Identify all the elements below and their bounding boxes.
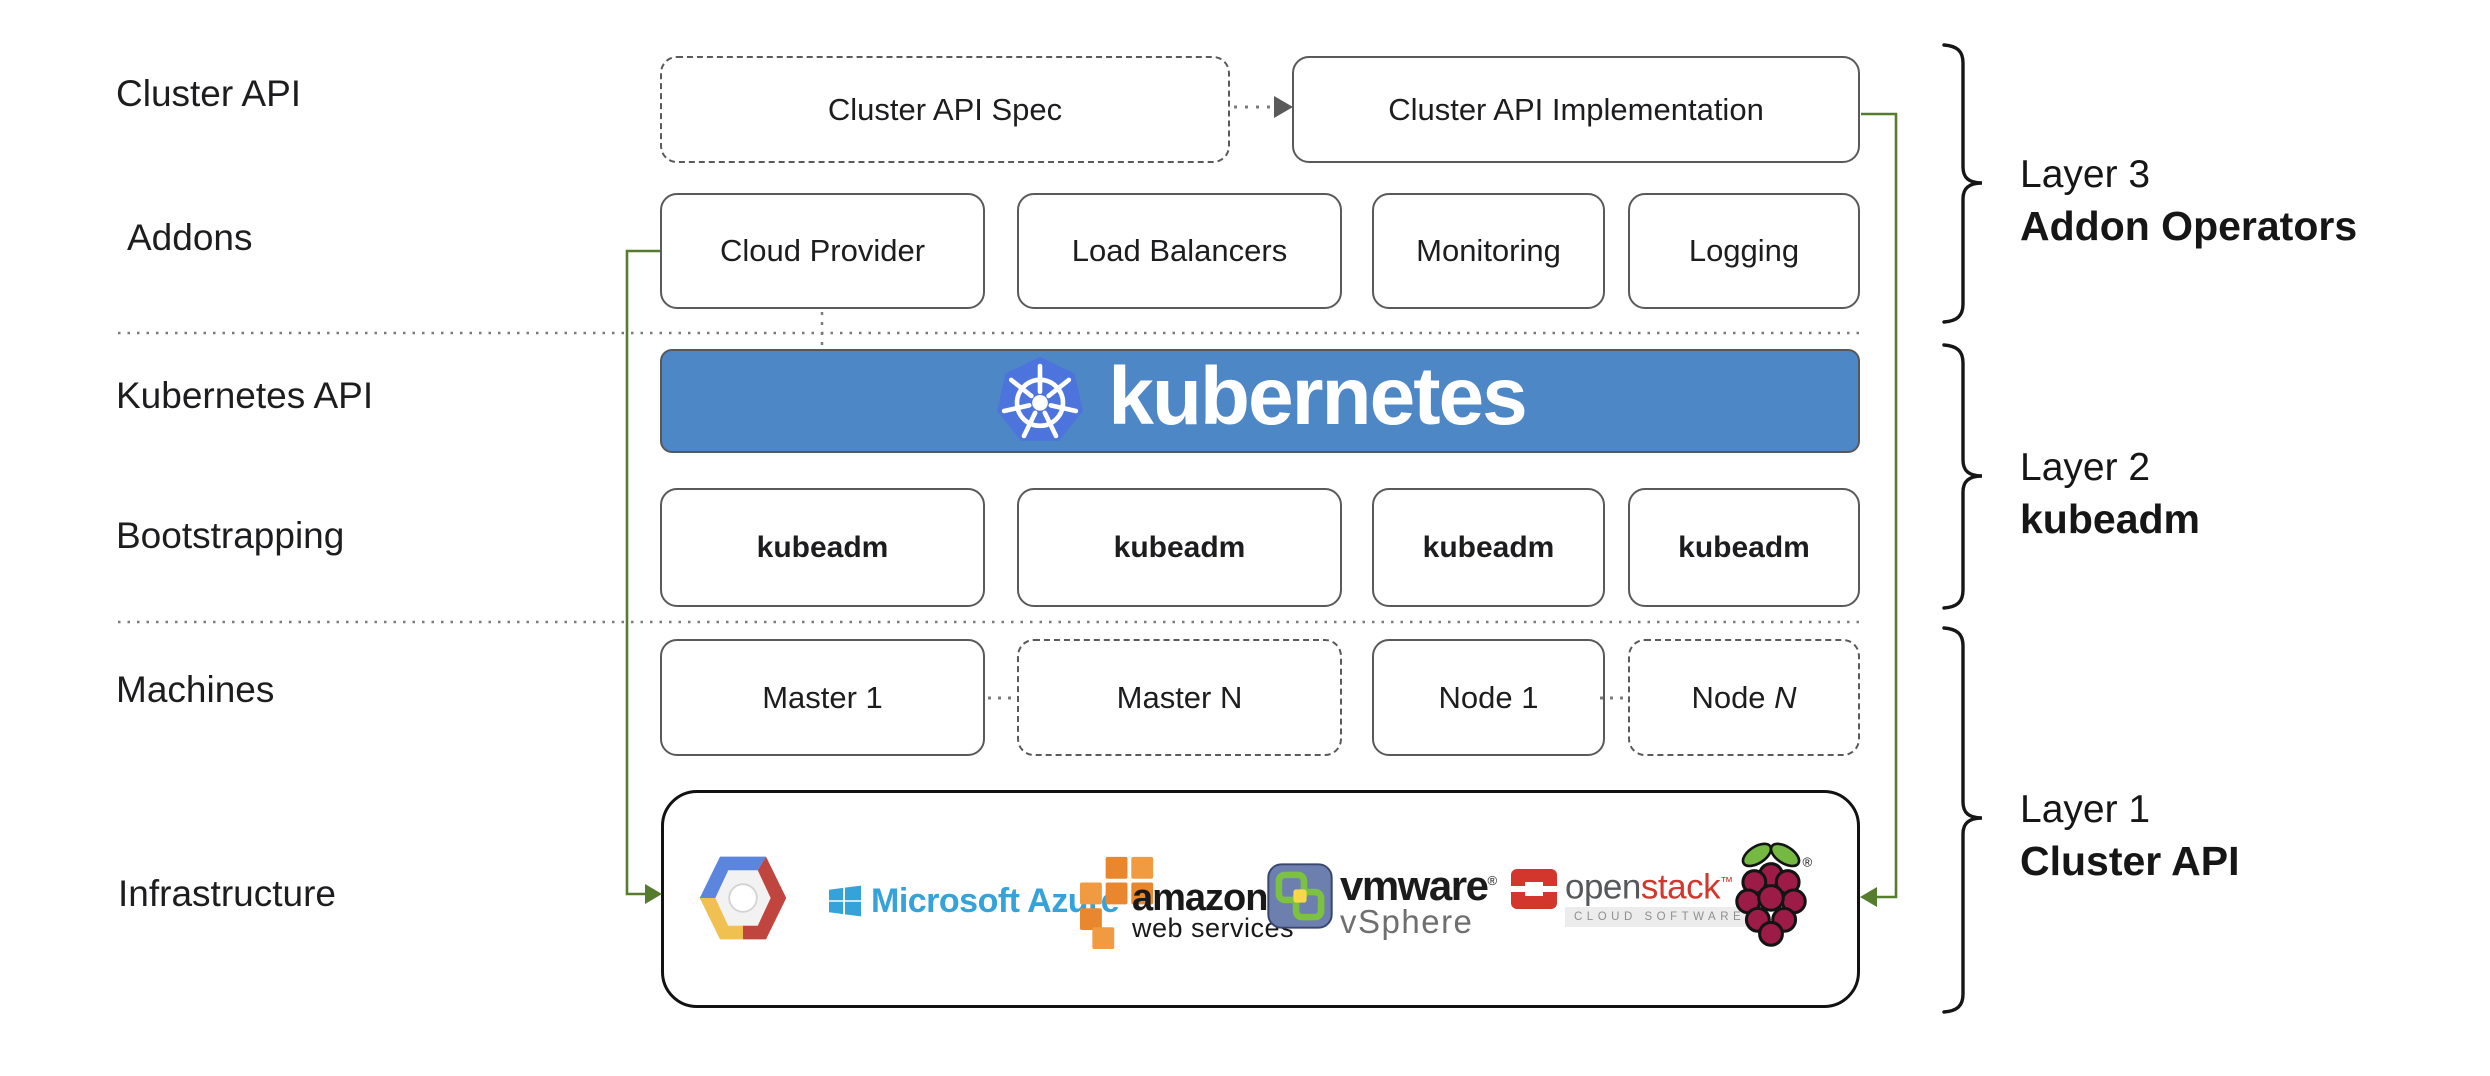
- green-connector-left-arrowhead: [645, 884, 662, 904]
- openstack-trademark: ™: [1720, 874, 1733, 889]
- addon-box-monitoring: Monitoring: [1372, 193, 1605, 309]
- vmware-vsphere-icon: [1267, 863, 1333, 929]
- green-connector-left: [625, 249, 660, 896]
- kubernetes-banner: kubernetes: [660, 349, 1860, 453]
- kubernetes-wheel-icon: [997, 356, 1084, 441]
- microsoft-azure-logo: Microsoft Azure: [829, 873, 1120, 929]
- addon-box-cloud-provider: Cloud Provider: [660, 193, 985, 309]
- layer-2-annotation: Layer 2 kubeadm: [2020, 443, 2200, 545]
- layer-3-subtitle: Addon Operators: [2020, 203, 2358, 249]
- kubernetes-wordmark: kubernetes: [1108, 351, 1528, 442]
- azure-label: Microsoft Azure: [871, 881, 1120, 920]
- layer-3-title: Layer 3: [2020, 153, 2151, 196]
- spec-to-implementation-arrowhead: [1274, 96, 1293, 118]
- machine-box-master-1: Master 1: [660, 639, 985, 756]
- machine-box-node-n: Node N: [1628, 639, 1860, 756]
- layer-3-annotation: Layer 3 Addon Operators: [2020, 150, 2357, 252]
- vmware-registered-mark: ®: [1487, 873, 1497, 888]
- openstack-line1: openstack™: [1565, 867, 1733, 907]
- machine-box-node-1: Node 1: [1372, 639, 1605, 756]
- cluster-api-spec-box: Cluster API Spec: [660, 56, 1230, 163]
- google-cloud-icon: [699, 856, 787, 940]
- kubeadm-box-3: kubeadm: [1372, 488, 1605, 607]
- node-n-label: Node N: [1691, 679, 1797, 715]
- infrastructure-box: Microsoft Azure amazon web services vmwa…: [661, 790, 1860, 1008]
- aws-line1: amazon: [1132, 877, 1268, 919]
- layer-2-brace: [1942, 343, 1983, 610]
- layer-1-annotation: Layer 1 Cluster API: [2020, 785, 2239, 887]
- green-connector-right-arrowhead: [1860, 887, 1877, 907]
- openstack-cube-icon: [1509, 869, 1559, 909]
- green-connector-right: [1861, 112, 1898, 899]
- layer-3-brace: [1942, 43, 1983, 324]
- row-label-kubernetes-api: Kubernetes API: [116, 375, 374, 416]
- vmware-line2: vSphere: [1340, 903, 1474, 940]
- aws-line2: web services: [1132, 913, 1295, 943]
- machine-box-master-n: Master N: [1017, 639, 1342, 756]
- layer-1-title: Layer 1: [2020, 788, 2151, 831]
- layer-1-brace: [1942, 626, 1983, 1014]
- cluster-api-implementation-box: Cluster API Implementation: [1292, 56, 1860, 163]
- addon-box-load-balancers: Load Balancers: [1017, 193, 1342, 309]
- kubeadm-box-2: kubeadm: [1017, 488, 1342, 607]
- layer-2-subtitle: kubeadm: [2020, 496, 2200, 542]
- vmware-line1: vmware®: [1340, 862, 1497, 909]
- aws-cubes-icon: [1080, 856, 1154, 950]
- row-label-cluster-api: Cluster API: [116, 73, 302, 114]
- addon-box-logging: Logging: [1628, 193, 1860, 309]
- aws-wordmark: amazon web services: [1132, 877, 1295, 943]
- kubeadm-box-1: kubeadm: [660, 488, 985, 607]
- layer-1-subtitle: Cluster API: [2020, 838, 2240, 884]
- row-label-infrastructure: Infrastructure: [118, 873, 336, 914]
- row-label-machines: Machines: [116, 669, 275, 710]
- openstack-wordmark: openstack™ CLOUD SOFTWARE: [1565, 865, 1755, 927]
- vmware-wordmark: vmware® vSphere: [1340, 862, 1497, 940]
- openstack-subtitle: CLOUD SOFTWARE: [1565, 906, 1755, 927]
- kubeadm-box-4: kubeadm: [1628, 488, 1860, 607]
- raspberry-pi-icon: ®: [1735, 842, 1813, 947]
- row-label-addons: Addons: [127, 217, 253, 258]
- layer-2-title: Layer 2: [2020, 446, 2151, 489]
- row-label-bootstrapping: Bootstrapping: [116, 515, 345, 556]
- raspberry-pi-registered-mark: ®: [1803, 854, 1813, 869]
- microsoft-windows-icon: [829, 885, 861, 917]
